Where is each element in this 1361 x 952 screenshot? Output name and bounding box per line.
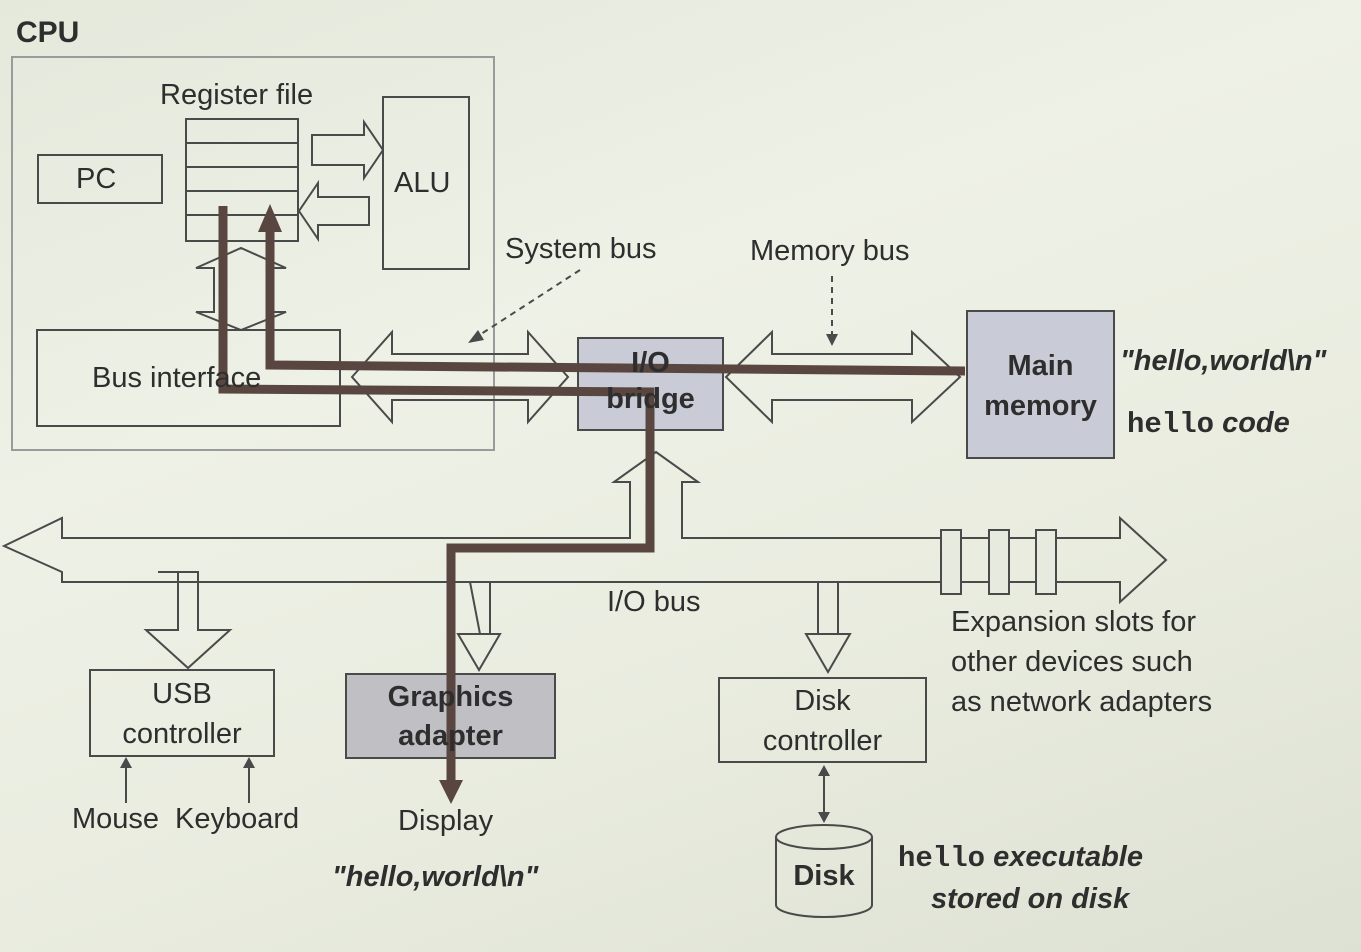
disk-controller-box <box>718 677 927 763</box>
graphics-line2: adapter <box>398 720 503 752</box>
keyboard-label: Keyboard <box>175 803 300 835</box>
pc-box <box>37 154 163 204</box>
expansion-line2: other devices such <box>951 646 1193 678</box>
register-file <box>185 118 299 242</box>
main-memory-line1: Main <box>1007 350 1074 382</box>
expansion-slots <box>940 529 1057 595</box>
mouse-label: Mouse <box>72 803 160 835</box>
hello-executable-label: hello executable stored on disk <box>898 837 1143 919</box>
graphics-line1: Graphics <box>387 681 514 713</box>
pc-label: PC <box>76 163 117 195</box>
disk-controller-label: Disk controller <box>719 681 926 761</box>
register-file-label: Register file <box>160 79 314 111</box>
display-string-label: "hello,world\n" <box>332 861 539 893</box>
system-bus-arrow <box>350 329 570 425</box>
exec-mono: hello <box>898 842 986 875</box>
usb-line2: controller <box>122 718 242 750</box>
bus-interface-label: Bus interface <box>92 362 262 394</box>
memory-string-label: "hello,world\n" <box>1120 345 1327 377</box>
hello-code-mono: hello <box>1127 408 1215 441</box>
expansion-line1: Expansion slots for <box>951 606 1197 638</box>
system-bus-label: System bus <box>505 233 657 265</box>
io-bus-branches <box>143 571 852 674</box>
io-bridge-label: I/O bridge <box>578 345 723 417</box>
expansion-line3: as network adapters <box>951 686 1213 718</box>
disk-label: Disk <box>793 860 855 892</box>
disk-link-arrow <box>818 765 830 823</box>
bus-label-pointers <box>468 269 838 346</box>
cpu-label: CPU <box>16 16 80 49</box>
disk-cylinder <box>775 824 873 918</box>
main-memory-box <box>966 310 1115 459</box>
alu-label: ALU <box>394 167 451 199</box>
disk-ctrl-line1: Disk <box>794 685 851 717</box>
display-label: Display <box>398 805 494 837</box>
usb-controller-box <box>89 669 275 757</box>
input-arrows <box>120 757 255 803</box>
io-bus-label: I/O bus <box>607 586 701 618</box>
bus-interface-box <box>36 329 341 427</box>
graphics-adapter-label: Graphics adapter <box>346 678 555 756</box>
main-memory-label: Main memory <box>967 346 1114 426</box>
alu-to-reg-arrow <box>297 179 370 243</box>
alu-box <box>382 96 470 270</box>
exec-rest: executable <box>985 841 1143 873</box>
io-bridge-line1: I/O <box>631 347 670 379</box>
hello-code-label: hello code <box>1127 406 1290 443</box>
usb-controller-label: USB controller <box>90 674 274 754</box>
expansion-slots-label: Expansion slots for other devices such a… <box>951 602 1212 722</box>
main-memory-line2: memory <box>984 390 1097 422</box>
cpu-boundary <box>11 56 495 451</box>
disk-ctrl-line2: controller <box>762 725 883 757</box>
reg-to-alu-arrow <box>311 118 385 182</box>
hello-code-rest: code <box>1214 407 1290 439</box>
exec-line2: stored on disk <box>931 883 1130 915</box>
data-path-arrowheads <box>258 204 463 804</box>
io-bridge-line2: bridge <box>606 383 695 415</box>
memory-bus-label: Memory bus <box>750 235 910 267</box>
data-path <box>218 206 966 782</box>
usb-line1: USB <box>152 678 212 710</box>
memory-bus-arrow <box>724 329 962 425</box>
